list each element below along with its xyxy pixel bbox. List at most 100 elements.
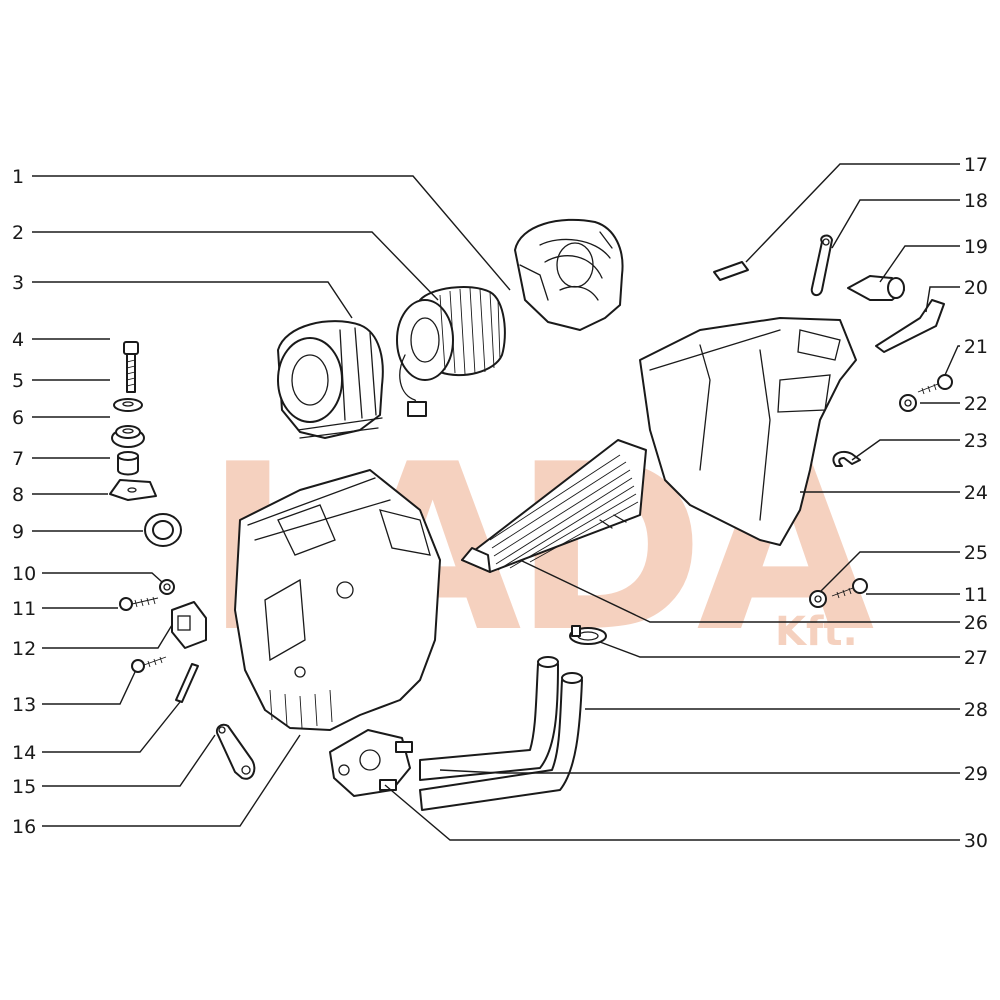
leader-line: [819, 551, 960, 593]
leader-line: [384, 784, 960, 841]
leader-line: [439, 769, 960, 774]
leader-line: [32, 281, 353, 319]
leader-line: [42, 671, 136, 705]
callout-number: 14: [12, 742, 36, 764]
part-1-blower-cover: [514, 218, 624, 331]
leader-line: [32, 231, 439, 301]
watermark-subtext: Kft.: [775, 609, 858, 655]
callout-number: 24: [964, 482, 988, 504]
callout-12: 12: [12, 624, 173, 660]
part-16-heater-housing-lower: [234, 469, 441, 731]
callout-number: 15: [12, 776, 36, 798]
part-2-blower-motor: [396, 285, 506, 417]
part-21-screw: [917, 374, 953, 395]
callout-number: 6: [12, 407, 24, 429]
callout-number: 1: [12, 166, 24, 188]
callout-number: 20: [964, 277, 988, 299]
callout-29: 29: [439, 763, 988, 785]
part-13-screw: [131, 656, 167, 673]
part-22-star-washer: [899, 394, 917, 412]
part-8-clip-nut: [109, 479, 157, 501]
leader-line: [745, 163, 960, 263]
callout-11: 11: [866, 584, 988, 606]
callout-14: 14: [12, 701, 181, 764]
callout-18: 18: [831, 190, 988, 249]
callout-25: 25: [819, 542, 988, 593]
part-15-lever: [216, 723, 256, 780]
callout-number: 19: [964, 236, 988, 258]
callout-30: 30: [384, 784, 988, 852]
callout-number: 26: [964, 612, 988, 634]
callout-6: 6: [12, 407, 110, 429]
callout-number: 23: [964, 430, 988, 452]
callout-8: 8: [12, 484, 108, 506]
part-23-spring-clip: [832, 450, 861, 467]
leader-line: [944, 345, 960, 376]
callout-number: 25: [964, 542, 988, 564]
callout-number: 13: [12, 694, 36, 716]
part-10-nut: [159, 579, 175, 595]
callout-10: 10: [12, 563, 163, 585]
callout-number: 21: [964, 336, 988, 358]
callout-number: 22: [964, 393, 988, 415]
leader-line: [925, 286, 960, 313]
part-27-hose-clamp: [569, 625, 607, 645]
leader-line: [851, 439, 960, 461]
callout-number: 11: [12, 598, 36, 620]
callout-17: 17: [745, 154, 988, 263]
callout-24: 24: [800, 482, 988, 504]
callout-2: 2: [12, 222, 439, 301]
callout-number: 30: [964, 830, 988, 852]
callout-number: 18: [964, 190, 988, 212]
leader-line: [831, 199, 960, 249]
callout-number: 8: [12, 484, 24, 506]
leader-line: [42, 572, 163, 583]
callout-28: 28: [585, 699, 988, 721]
callout-26: 26: [519, 559, 988, 634]
callout-number: 5: [12, 370, 24, 392]
callout-number: 12: [12, 638, 36, 660]
callout-number: 28: [964, 699, 988, 721]
part-6-grommet: [111, 425, 145, 448]
part-19-actuator: [847, 275, 905, 301]
part-3-blower-drum: [277, 320, 384, 439]
callout-22: 22: [920, 393, 988, 415]
callout-number: 3: [12, 272, 24, 294]
callout-13: 13: [12, 671, 136, 716]
callout-1: 1: [12, 166, 511, 291]
leader-line: [32, 175, 511, 291]
part-25-star-washer: [809, 590, 827, 608]
callout-9: 9: [12, 521, 143, 543]
part-5-washer: [113, 398, 143, 412]
part-7-spacer: [117, 451, 139, 476]
callout-number: 4: [12, 329, 24, 351]
part-28-hose: [419, 672, 583, 811]
callout-number: 9: [12, 521, 24, 543]
part-11-screw-right: [831, 578, 868, 599]
part-17-block: [713, 261, 749, 281]
callout-16: 16: [12, 734, 301, 838]
callout-number: 11: [964, 584, 988, 606]
callout-21: 21: [944, 336, 988, 376]
callout-7: 7: [12, 448, 110, 470]
part-24-heater-housing-upper: [639, 317, 857, 546]
part-14-link: [175, 663, 199, 703]
callout-number: 7: [12, 448, 24, 470]
callout-number: 16: [12, 816, 36, 838]
callout-number: 17: [964, 154, 988, 176]
callout-layer: 1234567891011121314151617181920212223242…: [12, 154, 988, 852]
part-4-bolt: [123, 341, 139, 393]
part-18-lever-arm: [810, 234, 833, 296]
callout-19: 19: [879, 236, 988, 283]
callout-20: 20: [925, 277, 988, 313]
leader-line: [879, 245, 960, 283]
callout-27: 27: [599, 641, 988, 669]
part-29-hose: [419, 656, 559, 781]
callout-11: 11: [12, 598, 118, 620]
callout-number: 2: [12, 222, 24, 244]
leader-line: [42, 734, 216, 787]
part-26-heater-core: [461, 439, 647, 573]
part-20-bracket-rod: [875, 299, 945, 353]
